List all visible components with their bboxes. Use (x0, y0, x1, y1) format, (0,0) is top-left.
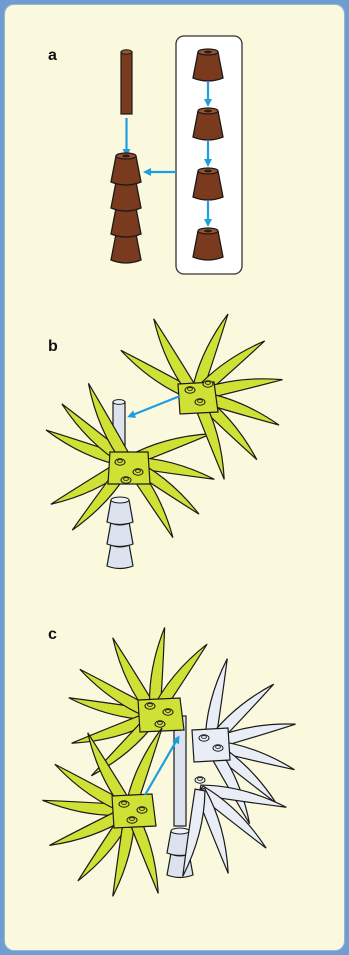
step-c-diagram (42, 627, 297, 898)
white-palm (180, 657, 297, 878)
brown-pin (121, 50, 132, 114)
arrow-palm-to-pin (130, 396, 180, 416)
green-palm-upper (67, 627, 210, 783)
green-palm-lower (42, 725, 167, 898)
step-b-diagram (43, 311, 283, 569)
step-a-diagram (111, 36, 242, 274)
brown-trunk-stack (111, 153, 141, 263)
